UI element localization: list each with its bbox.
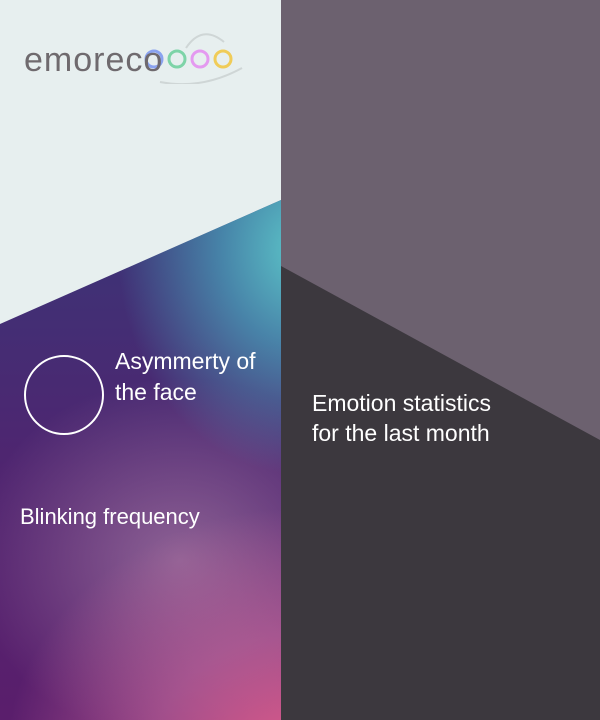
brand-logo: emoreco — [24, 33, 254, 84]
brand-name: emoreco — [24, 41, 164, 79]
right-panel-light-section — [281, 0, 600, 440]
asymmetry-label: Asymmerty of the face — [115, 348, 256, 405]
right-panel — [281, 0, 600, 720]
logo-rings-icon — [144, 33, 243, 84]
emotion-statistics-label: Emotion statistics for the last month — [312, 390, 491, 446]
blinking-frequency-label: Blinking frequency — [20, 504, 200, 529]
face-circle-icon — [24, 355, 104, 435]
